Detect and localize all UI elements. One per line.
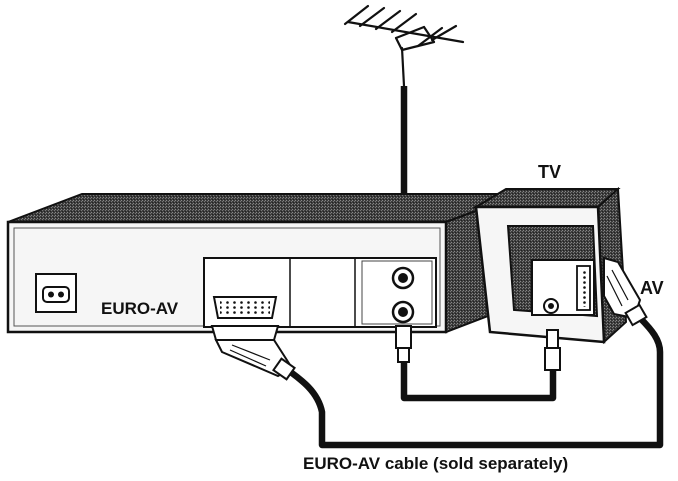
vcr-euro-av-socket	[212, 296, 278, 319]
euro-av-cable	[210, 256, 664, 449]
tv-rf-socket	[543, 298, 559, 314]
vcr-euro-av-plug	[210, 325, 296, 381]
vcr-top	[7, 193, 523, 223]
tv-label: TV	[538, 162, 562, 182]
tv-euro-av-plug	[603, 256, 648, 327]
vcr-rf-in-socket	[391, 266, 415, 290]
antenna-icon	[343, 4, 465, 88]
power-socket-icon	[35, 273, 77, 313]
cable-caption: EURO-AV cable (sold separately)	[303, 454, 569, 473]
tv-euro-av-socket	[576, 265, 591, 311]
vcr-rf-out-socket	[391, 300, 415, 324]
euro-av-label: EURO-AV	[101, 299, 179, 318]
vcr-unit	[6, 192, 523, 334]
rf-cable	[395, 325, 561, 402]
av-label: AV	[640, 278, 664, 298]
tv-top	[472, 188, 621, 208]
